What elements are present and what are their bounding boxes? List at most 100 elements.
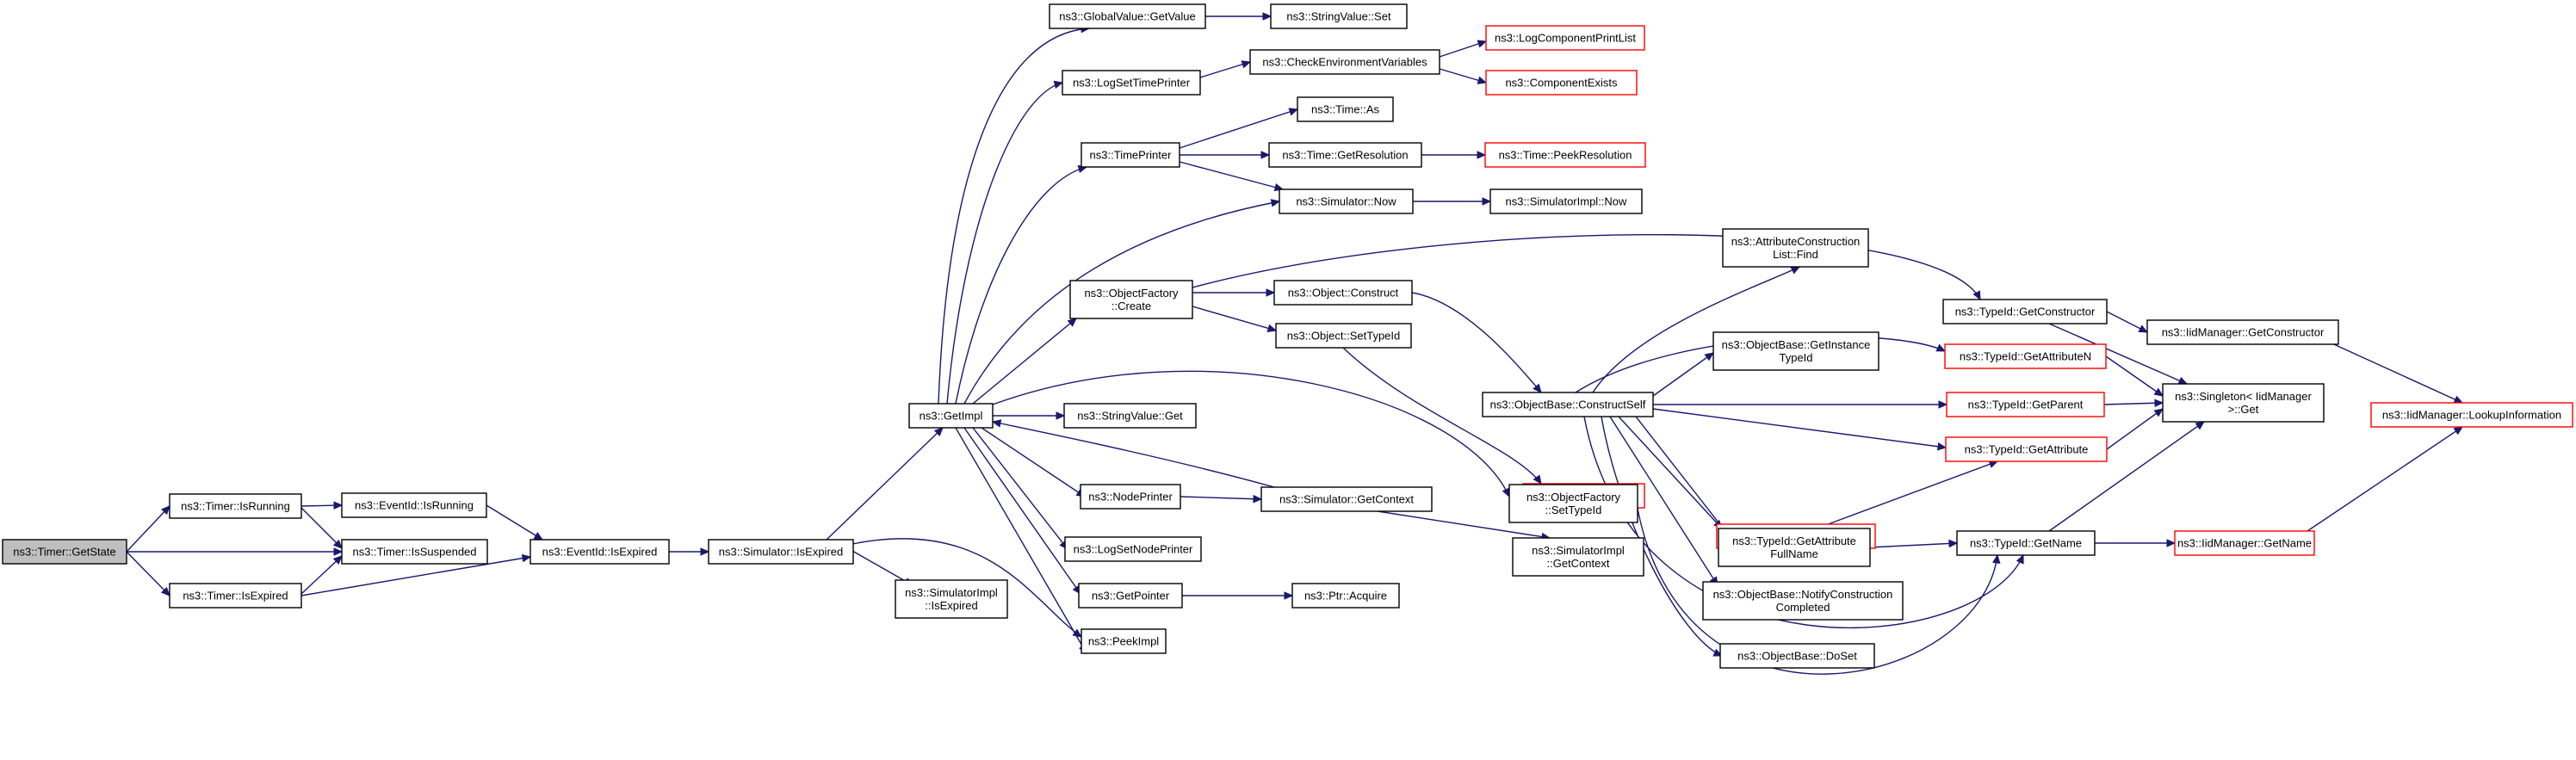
node-box[interactable] <box>1485 25 1645 51</box>
node-peekimpl[interactable]: ns3::PeekImpl <box>1081 628 1167 654</box>
node-box[interactable] <box>1049 3 1206 29</box>
node-objsettypeid[interactable]: ns3::Object::SetTypeId <box>1275 323 1412 349</box>
node-objfactcreate[interactable]: ns3::ObjectFactory::Create <box>1069 280 1193 319</box>
node-simnow[interactable]: ns3::Simulator::Now <box>1279 188 1414 214</box>
node-simgetcontext[interactable]: ns3::Simulator::GetContext <box>1260 486 1433 512</box>
node-doset[interactable]: ns3::ObjectBase::DoSet <box>1719 643 1875 669</box>
node-logcomplist[interactable]: ns3::LogComponentPrintList <box>1485 25 1645 51</box>
node-iidgetconstructor[interactable]: ns3::IidManager::GetConstructor <box>2146 319 2339 345</box>
node-compexists[interactable]: ns3::ComponentExists <box>1485 70 1638 96</box>
node-box[interactable] <box>1291 583 1400 609</box>
node-stringset[interactable]: ns3::StringValue::Set <box>1270 3 1408 29</box>
node-box[interactable] <box>1279 188 1414 214</box>
node-box[interactable] <box>1080 484 1181 510</box>
node-box[interactable] <box>169 493 302 519</box>
node-box[interactable] <box>1081 628 1167 654</box>
node-box[interactable] <box>1268 142 1422 168</box>
node-getpointer[interactable]: ns3::GetPointer <box>1078 583 1183 609</box>
node-box[interactable] <box>1484 142 1646 168</box>
node-box[interactable] <box>1718 528 1871 567</box>
node-box[interactable] <box>2370 402 2573 428</box>
node-box[interactable] <box>1942 299 2108 324</box>
node-box[interactable] <box>1062 70 1201 96</box>
node-singletonget[interactable]: ns3::Singleton< IidManager >::Get <box>2162 383 2325 423</box>
node-box[interactable] <box>2174 530 2315 556</box>
node-box[interactable] <box>1956 530 2096 556</box>
node-stringget[interactable]: ns3::StringValue::Get <box>1063 403 1197 429</box>
node-timeas[interactable]: ns3::Time::As <box>1297 96 1394 122</box>
node-box[interactable] <box>1485 70 1638 96</box>
node-typeidgetattrn[interactable]: ns3::TypeId::GetAttributeN <box>1944 343 2107 369</box>
node-timeprinter[interactable]: ns3::TimePrinter <box>1081 142 1180 168</box>
node-simimplnow[interactable]: ns3::SimulatorImpl::Now <box>1489 188 1643 214</box>
node-nodeprinter[interactable]: ns3::NodePrinter <box>1080 484 1181 510</box>
node-typeidgetname[interactable]: ns3::TypeId::GetName <box>1956 530 2096 556</box>
node-box[interactable] <box>1260 486 1433 512</box>
node-box[interactable] <box>1275 323 1412 349</box>
node-checkenv[interactable]: ns3::CheckEnvironmentVariables <box>1249 49 1440 75</box>
node-typeidgetattr[interactable]: ns3::TypeId::GetAttribute <box>1945 436 2108 462</box>
node-box[interactable] <box>908 403 994 429</box>
call-nodes: ns3::Timer::GetState ns3::Timer::IsRunnin… <box>2 3 2573 669</box>
node-box[interactable] <box>1249 49 1440 75</box>
node-box[interactable] <box>1719 643 1875 669</box>
node-box[interactable] <box>1946 392 2105 417</box>
node-box[interactable] <box>2162 383 2325 423</box>
node-box[interactable] <box>1712 331 1879 371</box>
node-ptracquire[interactable]: ns3::Ptr::Acquire <box>1291 583 1400 609</box>
node-box[interactable] <box>1273 280 1413 306</box>
node-box[interactable] <box>895 579 1008 619</box>
node-timegetres[interactable]: ns3::Time::GetResolution <box>1268 142 1422 168</box>
node-constructself[interactable]: ns3::ObjectBase::ConstructSelf <box>1482 392 1654 417</box>
node-box[interactable] <box>1944 343 2107 369</box>
node-simimplgetcontext[interactable]: ns3::SimulatorImpl::GetContext <box>1512 537 1644 577</box>
node-logsettimeprinter[interactable]: ns3::LogSetTimePrinter <box>1062 70 1201 96</box>
node-issuspended[interactable]: ns3::Timer::IsSuspended <box>341 539 488 565</box>
node-simimplisexpired[interactable]: ns3::SimulatorImpl::IsExpired <box>895 579 1008 619</box>
node-box[interactable] <box>1081 142 1180 168</box>
node-box[interactable] <box>1064 536 1202 562</box>
node-box[interactable] <box>529 539 670 565</box>
node-box[interactable] <box>1722 228 1869 268</box>
node-box[interactable] <box>2146 319 2339 345</box>
node-box[interactable] <box>1508 484 1638 523</box>
node-typeidgetparent[interactable]: ns3::TypeId::GetParent <box>1946 392 2105 417</box>
node-box[interactable] <box>1489 188 1643 214</box>
node-isrunning[interactable]: ns3::Timer::IsRunning <box>169 493 302 519</box>
node-timepeekres[interactable]: ns3::Time::PeekResolution <box>1484 142 1646 168</box>
node-objconstruct[interactable]: ns3::Object::Construct <box>1273 280 1413 306</box>
node-box[interactable] <box>1945 436 2108 462</box>
node-box[interactable] <box>341 492 487 518</box>
node-box[interactable] <box>708 539 854 565</box>
node-getstate[interactable]: ns3::Timer::GetState <box>2 539 127 565</box>
node-eventisrunning[interactable]: ns3::EventId::IsRunning <box>341 492 487 518</box>
node-eventisexpired[interactable]: ns3::EventId::IsExpired <box>529 539 670 565</box>
node-iidgetname[interactable]: ns3::IidManager::GetName <box>2174 530 2315 556</box>
node-objfactsettypeid[interactable]: ns3::ObjectFactory::SetTypeId <box>1508 484 1638 523</box>
node-typeidgetconstructor[interactable]: ns3::TypeId::GetConstructor <box>1942 299 2108 324</box>
node-box[interactable] <box>169 583 302 609</box>
node-box[interactable] <box>341 539 488 565</box>
call-edge <box>2106 408 2164 450</box>
node-simisexpired[interactable]: ns3::Simulator::IsExpired <box>708 539 854 565</box>
node-box[interactable] <box>1297 96 1394 122</box>
node-iidlookup[interactable]: ns3::IidManager::LookupInformation <box>2370 402 2573 428</box>
arrowhead <box>1502 487 1510 498</box>
node-globalgetvalue[interactable]: ns3::GlobalValue::GetValue <box>1049 3 1206 29</box>
node-box[interactable] <box>1069 280 1193 319</box>
node-getimpl[interactable]: ns3::GetImpl <box>908 403 994 429</box>
node-box[interactable] <box>1702 581 1904 621</box>
node-box[interactable] <box>1063 403 1197 429</box>
node-box[interactable] <box>1512 537 1644 577</box>
call-edge <box>1342 347 1542 485</box>
node-notifyconst[interactable]: ns3::ObjectBase::NotifyConstructionCompl… <box>1702 581 1904 621</box>
node-box[interactable] <box>1078 583 1183 609</box>
node-logsetnodeprinter[interactable]: ns3::LogSetNodePrinter <box>1064 536 1202 562</box>
node-box[interactable] <box>1482 392 1654 417</box>
node-timerisexpired[interactable]: ns3::Timer::IsExpired <box>169 583 302 609</box>
node-box[interactable] <box>1270 3 1408 29</box>
node-box[interactable] <box>2 539 127 565</box>
